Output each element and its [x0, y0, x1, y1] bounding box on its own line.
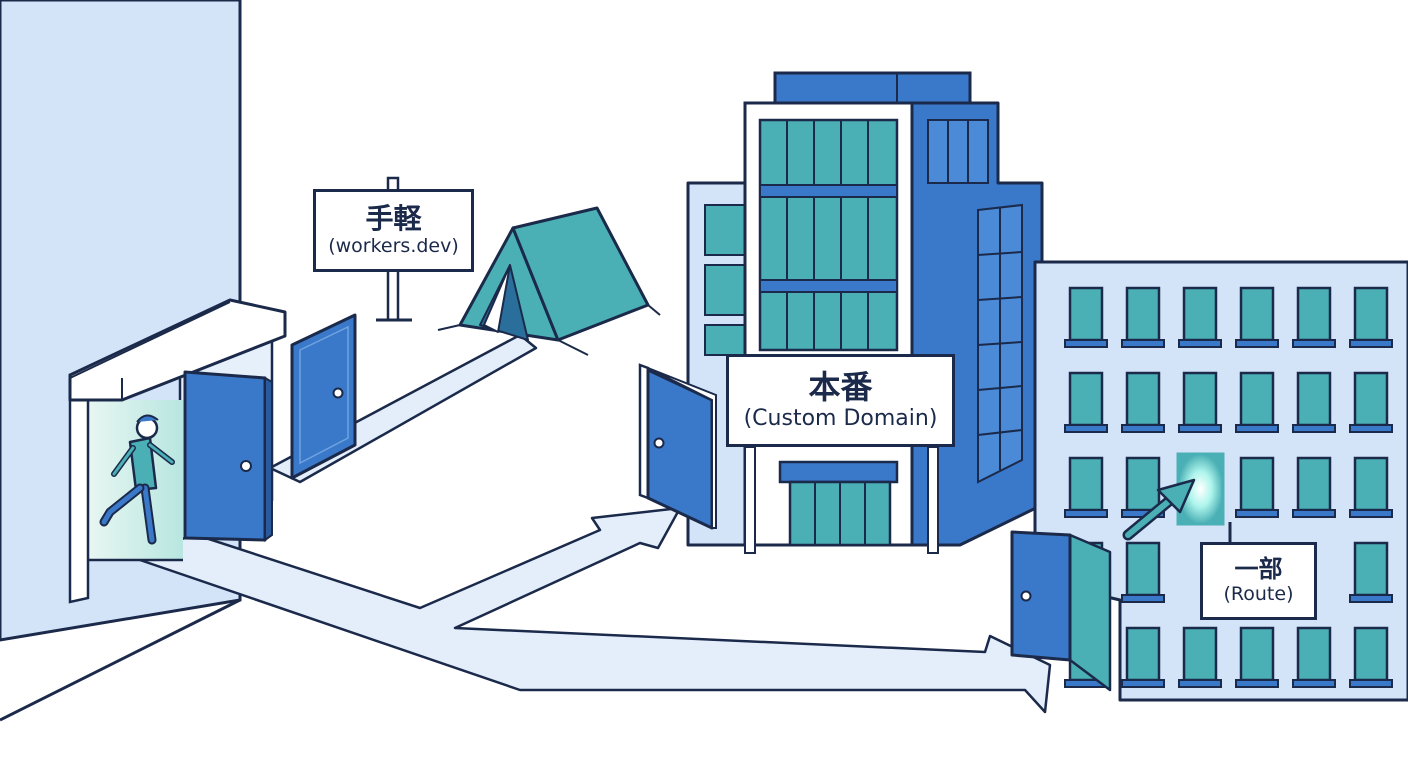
custom-domain-sign-subtitle: (Custom Domain) — [743, 406, 938, 432]
apartment-window-sill — [1292, 509, 1336, 518]
apartment-window-sill — [1178, 679, 1222, 688]
apartment-window — [1353, 626, 1389, 682]
apartment-window — [1125, 371, 1161, 427]
apartment-window-sill — [1064, 424, 1108, 433]
apartment-window-sill — [1292, 679, 1336, 688]
arrow-icon — [1122, 478, 1196, 541]
apartment-window — [1353, 456, 1389, 512]
apartment-window-sill — [1178, 339, 1222, 348]
apartment-window-sill — [1235, 339, 1279, 348]
tent-icon — [437, 206, 661, 356]
workers-dev-sign-subtitle: (workers.dev) — [328, 234, 459, 257]
apartment-window-sill — [1235, 679, 1279, 688]
apartment-window — [1239, 371, 1275, 427]
apartment-window-sill — [1178, 424, 1222, 433]
apartment-window — [1239, 626, 1275, 682]
office-tower-icon — [686, 71, 1044, 554]
apartment-window — [1182, 371, 1218, 427]
apartment-window — [1353, 541, 1389, 597]
route-sign-subtitle: (Route) — [1223, 582, 1294, 605]
apartment-window — [1296, 626, 1332, 682]
apartment-window-sill — [1121, 594, 1165, 603]
apartment-window — [1239, 286, 1275, 342]
apartment-window-sill — [1349, 339, 1393, 348]
door-icon — [290, 313, 357, 480]
start-gateway — [68, 298, 287, 604]
running-person-icon — [99, 414, 175, 545]
apartment-window — [1182, 626, 1218, 682]
apartment-window — [1296, 286, 1332, 342]
workers-dev-sign: 手軽 (workers.dev) — [313, 189, 474, 272]
apartment-window — [1353, 371, 1389, 427]
apartment-window — [1068, 371, 1104, 427]
apartment-window-sill — [1235, 424, 1279, 433]
apartment-window-sill — [1349, 594, 1393, 603]
apartment-window-sill — [1292, 424, 1336, 433]
door-icon — [638, 363, 717, 530]
apartment-window — [1125, 541, 1161, 597]
door-icon — [1010, 530, 1112, 692]
apartment-window-sill — [1121, 679, 1165, 688]
apartment-window-sill — [1349, 509, 1393, 518]
apartment-window-sill — [1064, 509, 1108, 518]
apartment-window-sill — [1121, 424, 1165, 433]
path-network — [138, 506, 1052, 714]
apartment-window — [1239, 456, 1275, 512]
apartment-window-sill — [1292, 339, 1336, 348]
door-icon — [183, 370, 273, 542]
apartment-window — [1068, 286, 1104, 342]
route-sign-title: 一部 — [1234, 555, 1283, 584]
apartment-window — [1125, 456, 1161, 512]
workers-dev-sign-title: 手軽 — [365, 202, 422, 236]
custom-domain-sign: 本番 (Custom Domain) — [726, 354, 955, 447]
custom-domain-sign-title: 本番 — [808, 368, 873, 407]
apartment-window-sill — [1349, 679, 1393, 688]
apartment-window — [1353, 286, 1389, 342]
apartment-window — [1068, 456, 1104, 512]
apartment-window — [1182, 286, 1218, 342]
apartment-window — [1296, 456, 1332, 512]
apartment-window — [1125, 286, 1161, 342]
apartment-window-sill — [1349, 424, 1393, 433]
apartment-window-sill — [1235, 509, 1279, 518]
apartment-window-sill — [1121, 339, 1165, 348]
route-sign: 一部 (Route) — [1200, 542, 1317, 620]
apartment-window — [1125, 626, 1161, 682]
apartment-window-sill — [1064, 339, 1108, 348]
apartment-window — [1296, 371, 1332, 427]
